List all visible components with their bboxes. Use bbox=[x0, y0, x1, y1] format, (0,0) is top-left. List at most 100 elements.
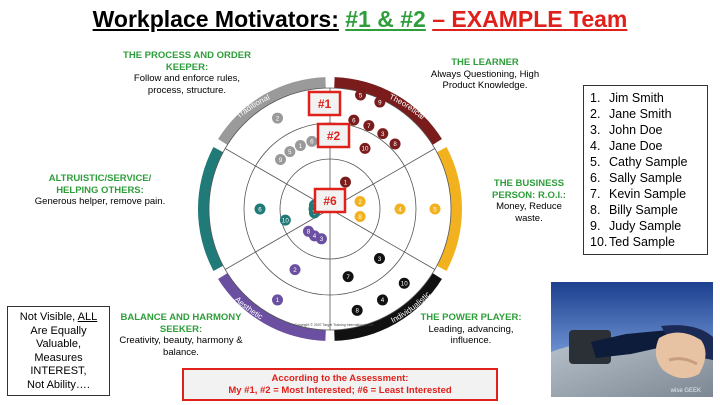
team-member-name: Jim Smith bbox=[609, 91, 664, 105]
person-dot-8 bbox=[354, 210, 366, 222]
note-line: Are Equally bbox=[30, 324, 87, 337]
person-dot-label: 4 bbox=[313, 233, 317, 240]
team-member-row: 2.Jane Smith bbox=[590, 106, 707, 122]
person-dot-5 bbox=[355, 89, 367, 101]
person-dot-2 bbox=[272, 112, 283, 124]
person-dot-1 bbox=[340, 176, 351, 188]
rank-marker-2: #2 bbox=[316, 122, 351, 149]
ring-segment-theoretical bbox=[334, 77, 442, 145]
altruistic-heading: ALTRUISTIC/SERVICE/ HELPING OTHERS: bbox=[48, 173, 152, 196]
rank-marker-6: #6 bbox=[313, 187, 347, 214]
person-dot-label: 8 bbox=[358, 214, 362, 221]
person-dot-8 bbox=[302, 225, 314, 237]
ring-segment-utilitarian bbox=[436, 147, 462, 271]
person-dot-6 bbox=[306, 135, 318, 147]
person-dot-label: 7 bbox=[367, 123, 371, 130]
process-keeper-heading: THE PROCESS AND ORDER KEEPER: bbox=[123, 50, 251, 73]
nozzle bbox=[591, 330, 676, 358]
person-dot-label: 9 bbox=[378, 99, 382, 106]
team-member-name: Kevin Sample bbox=[609, 187, 687, 201]
team-member-number: 1. bbox=[590, 91, 601, 105]
rank-marker-1: #1 bbox=[307, 90, 342, 117]
label-power-player: THE POWER PLAYER: Leading, advancing, in… bbox=[408, 312, 534, 347]
title-part-1: Workplace Motivators: bbox=[92, 6, 339, 32]
team-member-name: Sally Sample bbox=[609, 171, 682, 185]
business-person-desc: Money, Reduce waste. bbox=[496, 201, 562, 224]
wheel-spoke bbox=[329, 148, 435, 210]
person-dot-label: 2 bbox=[293, 267, 297, 274]
title-part-3: – EXAMPLE Team bbox=[432, 6, 628, 32]
person-dot-label: 5 bbox=[288, 149, 292, 156]
person-dot-label: 1 bbox=[344, 179, 348, 186]
team-member-row: 8. Billy Sample bbox=[590, 202, 707, 218]
person-dot-4 bbox=[377, 294, 388, 306]
team-member-number: 5. bbox=[590, 155, 601, 169]
team-member-row: 10.Ted Sample bbox=[590, 234, 707, 250]
power-player-desc: Leading, advancing, influence. bbox=[428, 323, 514, 347]
person-dot-8 bbox=[351, 304, 363, 316]
person-dot-5 bbox=[284, 146, 296, 158]
photo-watermark: wise GEEK bbox=[670, 388, 701, 394]
team-member-name: Ted Sample bbox=[609, 235, 676, 249]
page-title: Workplace Motivators: #1 & #2 – EXAMPLE … bbox=[0, 6, 720, 33]
person-dot-4 bbox=[394, 203, 406, 215]
ring-segment-individualistic bbox=[334, 273, 442, 341]
team-member-row: 7. Kevin Sample bbox=[590, 186, 707, 202]
motivator-wheel: Traditional Theoretical Utilitarian Indi… bbox=[184, 77, 476, 341]
person-dot-label: 5 bbox=[433, 206, 437, 213]
team-member-row: 4. Jane Doe bbox=[590, 138, 707, 154]
wheel-spoke bbox=[329, 208, 435, 270]
person-dot-label: 4 bbox=[381, 297, 385, 304]
business-person-heading: THE BUSINESS PERSON: R.O.I.: bbox=[492, 178, 566, 201]
team-member-number: 4. bbox=[590, 139, 601, 153]
person-dot-label: 6 bbox=[310, 139, 314, 146]
team-member-number: 2. bbox=[590, 107, 601, 121]
team-member-name: Jane Doe bbox=[609, 139, 663, 153]
team-member-number: 8. bbox=[590, 203, 601, 217]
person-dot-10 bbox=[279, 214, 291, 226]
team-member-name: Billy Sample bbox=[609, 203, 678, 217]
ring-segment-social bbox=[198, 147, 224, 271]
fuel-nozzle-photo: wise GEEK bbox=[551, 282, 713, 397]
team-member-name: Cathy Sample bbox=[609, 155, 688, 169]
note-line: Not Ability…. bbox=[27, 378, 90, 391]
team-member-number: 3. bbox=[590, 123, 601, 137]
person-dot-label: 5 bbox=[359, 92, 363, 99]
person-dot-3 bbox=[377, 128, 389, 140]
person-dot-label: 6 bbox=[258, 206, 262, 213]
altruistic-desc: Generous helper, remove pain. bbox=[34, 196, 166, 207]
wheel-ring-segments bbox=[198, 77, 462, 341]
person-dot-2 bbox=[289, 264, 301, 276]
note-line: Measures bbox=[34, 351, 83, 364]
person-dot-6 bbox=[348, 114, 360, 126]
team-member-number: 6. bbox=[590, 171, 601, 185]
person-dot-label: 3 bbox=[381, 131, 385, 138]
label-balance-harmony: BALANCE AND HARMONY SEEKER: Creativity, … bbox=[110, 312, 252, 358]
person-dot-label: 1 bbox=[276, 297, 280, 304]
ring-segment-aesthetic bbox=[218, 273, 326, 341]
segment-label-utilitarian: Utilitarian bbox=[465, 202, 476, 237]
note-line: Not Visible, bbox=[19, 311, 76, 323]
person-dot-7 bbox=[363, 120, 375, 132]
label-learner: THE LEARNER Always Questioning, High Pro… bbox=[415, 57, 555, 92]
team-member-name: Judy Sample bbox=[609, 219, 682, 233]
segment-label-social: Social bbox=[184, 208, 194, 231]
note-all: ALL bbox=[77, 311, 98, 323]
label-business-person: THE BUSINESS PERSON: R.O.I.: Money, Redu… bbox=[486, 178, 572, 224]
svg-text:#2: #2 bbox=[327, 129, 341, 143]
wheel-copyright: Copyright © 2007 Target Training Interna… bbox=[294, 323, 373, 327]
person-dot-1 bbox=[272, 294, 283, 306]
person-dot-10 bbox=[398, 277, 410, 289]
team-member-number: 7. bbox=[590, 187, 601, 201]
person-dot-label: 2 bbox=[358, 199, 362, 206]
wheel-spoke bbox=[225, 208, 331, 270]
learner-desc: Always Questioning, High Product Knowled… bbox=[430, 68, 540, 92]
team-member-number: 9. bbox=[590, 219, 601, 233]
banner-line-1: According to the Assessment: bbox=[271, 373, 409, 384]
team-member-row: 6. Sally Sample bbox=[590, 170, 707, 186]
person-dot-label: 4 bbox=[398, 206, 402, 213]
team-member-row: 9. Judy Sample bbox=[590, 218, 707, 234]
team-member-name: John Doe bbox=[609, 123, 663, 137]
person-dot-2 bbox=[354, 196, 366, 208]
